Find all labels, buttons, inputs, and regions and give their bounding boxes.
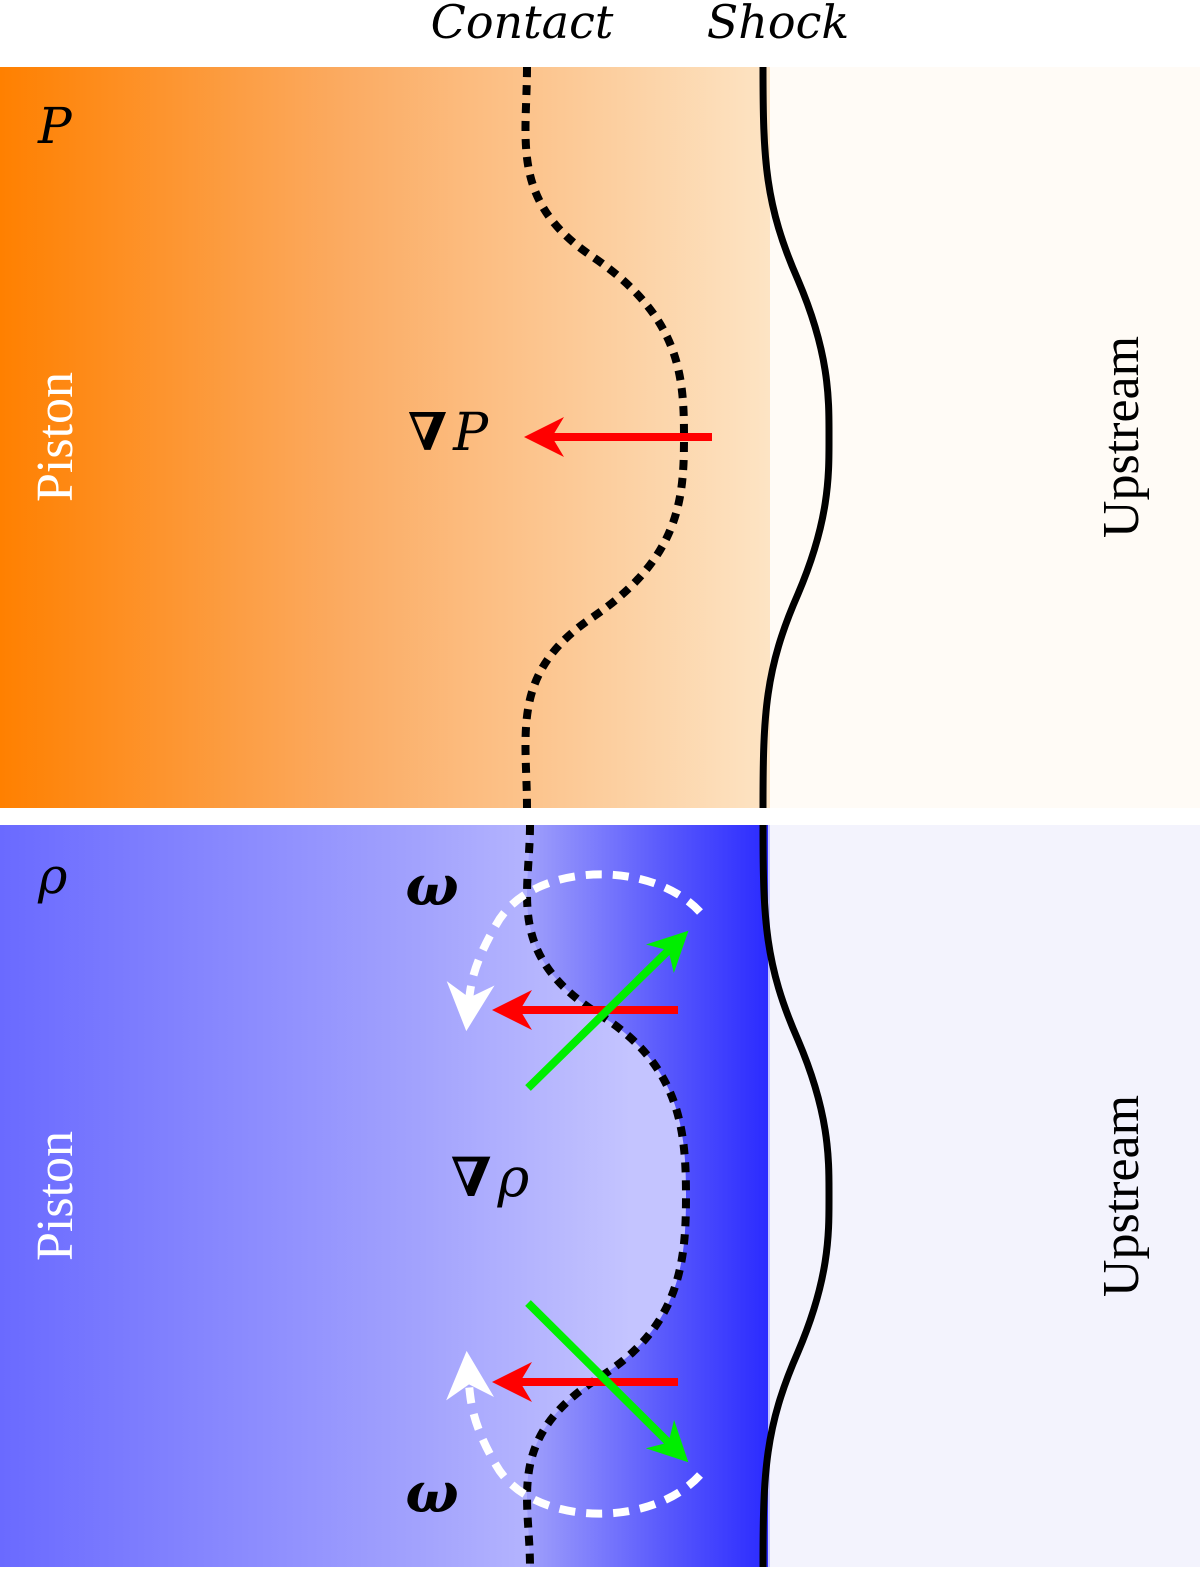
shock-label: Shock — [707, 0, 849, 49]
top-upstream-label: Upstream — [1093, 336, 1150, 538]
bottom-gradient-nabla: ∇ — [451, 1145, 492, 1209]
top-panel: P ∇P Piston Upstream — [0, 66, 1200, 809]
panel-separator — [0, 808, 1200, 825]
top-gradient-label: ∇P — [408, 402, 489, 463]
bottom-contact-surface — [523, 824, 691, 1568]
bottom-upstream-region — [770, 825, 1200, 1567]
vorticity-loop-top — [446, 870, 703, 1032]
vorticity-label-bottom: ω — [405, 1460, 458, 1526]
contact-label: Contact — [431, 0, 614, 49]
top-piston-label: Piston — [27, 372, 84, 502]
top-variable-label: P — [37, 97, 73, 155]
bottom-upstream-label: Upstream — [1093, 1095, 1150, 1297]
density-gradient-arrow-lower — [525, 1300, 689, 1463]
bottom-variable-label: ρ — [37, 847, 68, 905]
vorticity-loop-bottom — [446, 1350, 703, 1518]
bottom-shock-front — [759, 824, 833, 1568]
density-gradient-arrow-upper — [525, 930, 689, 1091]
vorticity-label-top: ω — [405, 853, 458, 919]
bottom-gradient-symbol: ρ — [496, 1146, 529, 1209]
top-gradient-symbol: P — [452, 403, 489, 463]
top-upstream-region — [770, 67, 1200, 808]
top-gradient-nabla: ∇ — [408, 402, 447, 463]
top-shock-front — [759, 66, 833, 809]
bottom-piston-label: Piston — [27, 1131, 84, 1261]
bottom-panel: ρ ω ω ∇ρ Piston Upstream — [0, 824, 1200, 1568]
bottom-gradient-label: ∇ρ — [451, 1145, 530, 1209]
